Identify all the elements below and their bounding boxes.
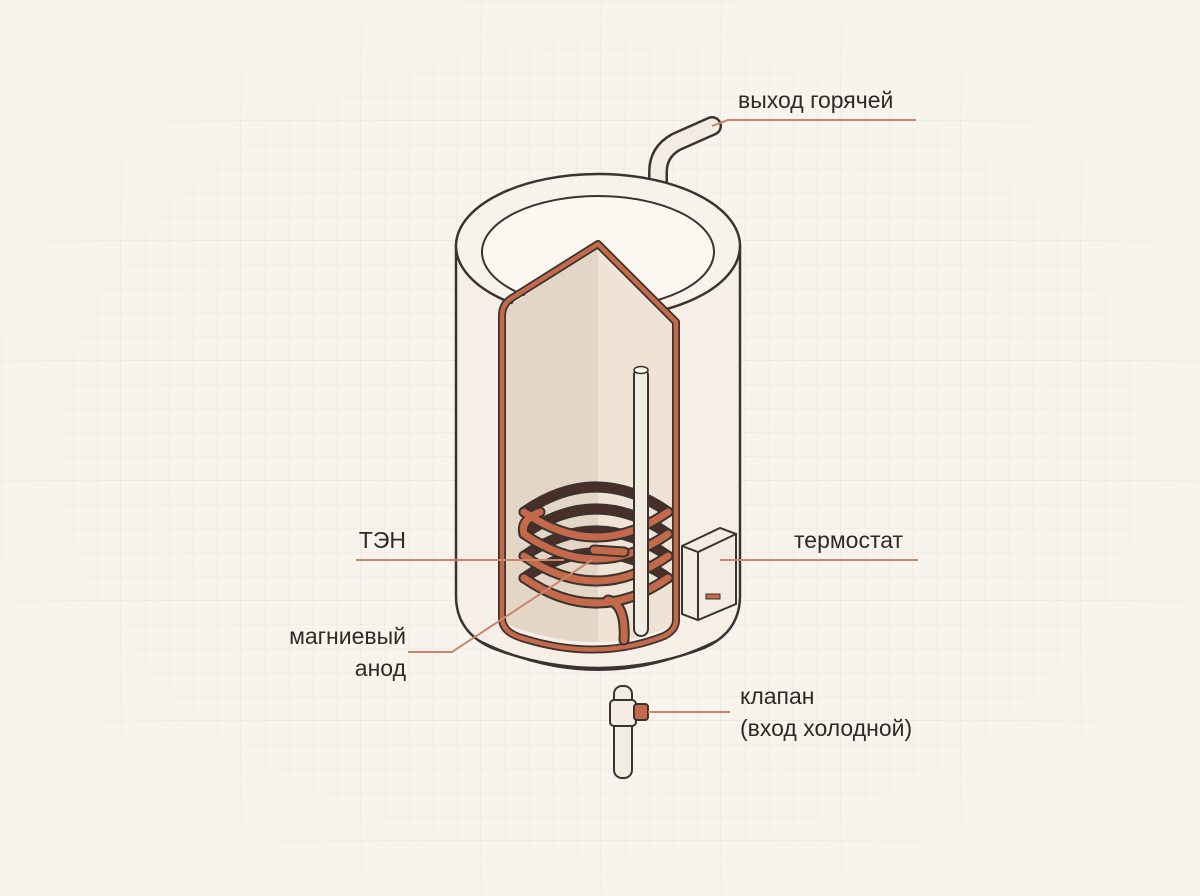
label-heating-element: ТЭН bbox=[359, 527, 406, 553]
magnesium-anode-rod bbox=[634, 367, 648, 637]
label-hot-outlet: выход горячей bbox=[738, 87, 893, 113]
thermostat-box bbox=[682, 528, 736, 620]
label-valve-line1: клапан bbox=[740, 683, 814, 709]
label-anode-line2: анод bbox=[355, 655, 407, 681]
label-valve-line2: (вход холодной) bbox=[740, 715, 912, 741]
label-anode-line1: магниевый bbox=[289, 623, 406, 649]
label-thermostat: термостат bbox=[794, 527, 904, 553]
thermostat-indicator bbox=[706, 594, 720, 599]
